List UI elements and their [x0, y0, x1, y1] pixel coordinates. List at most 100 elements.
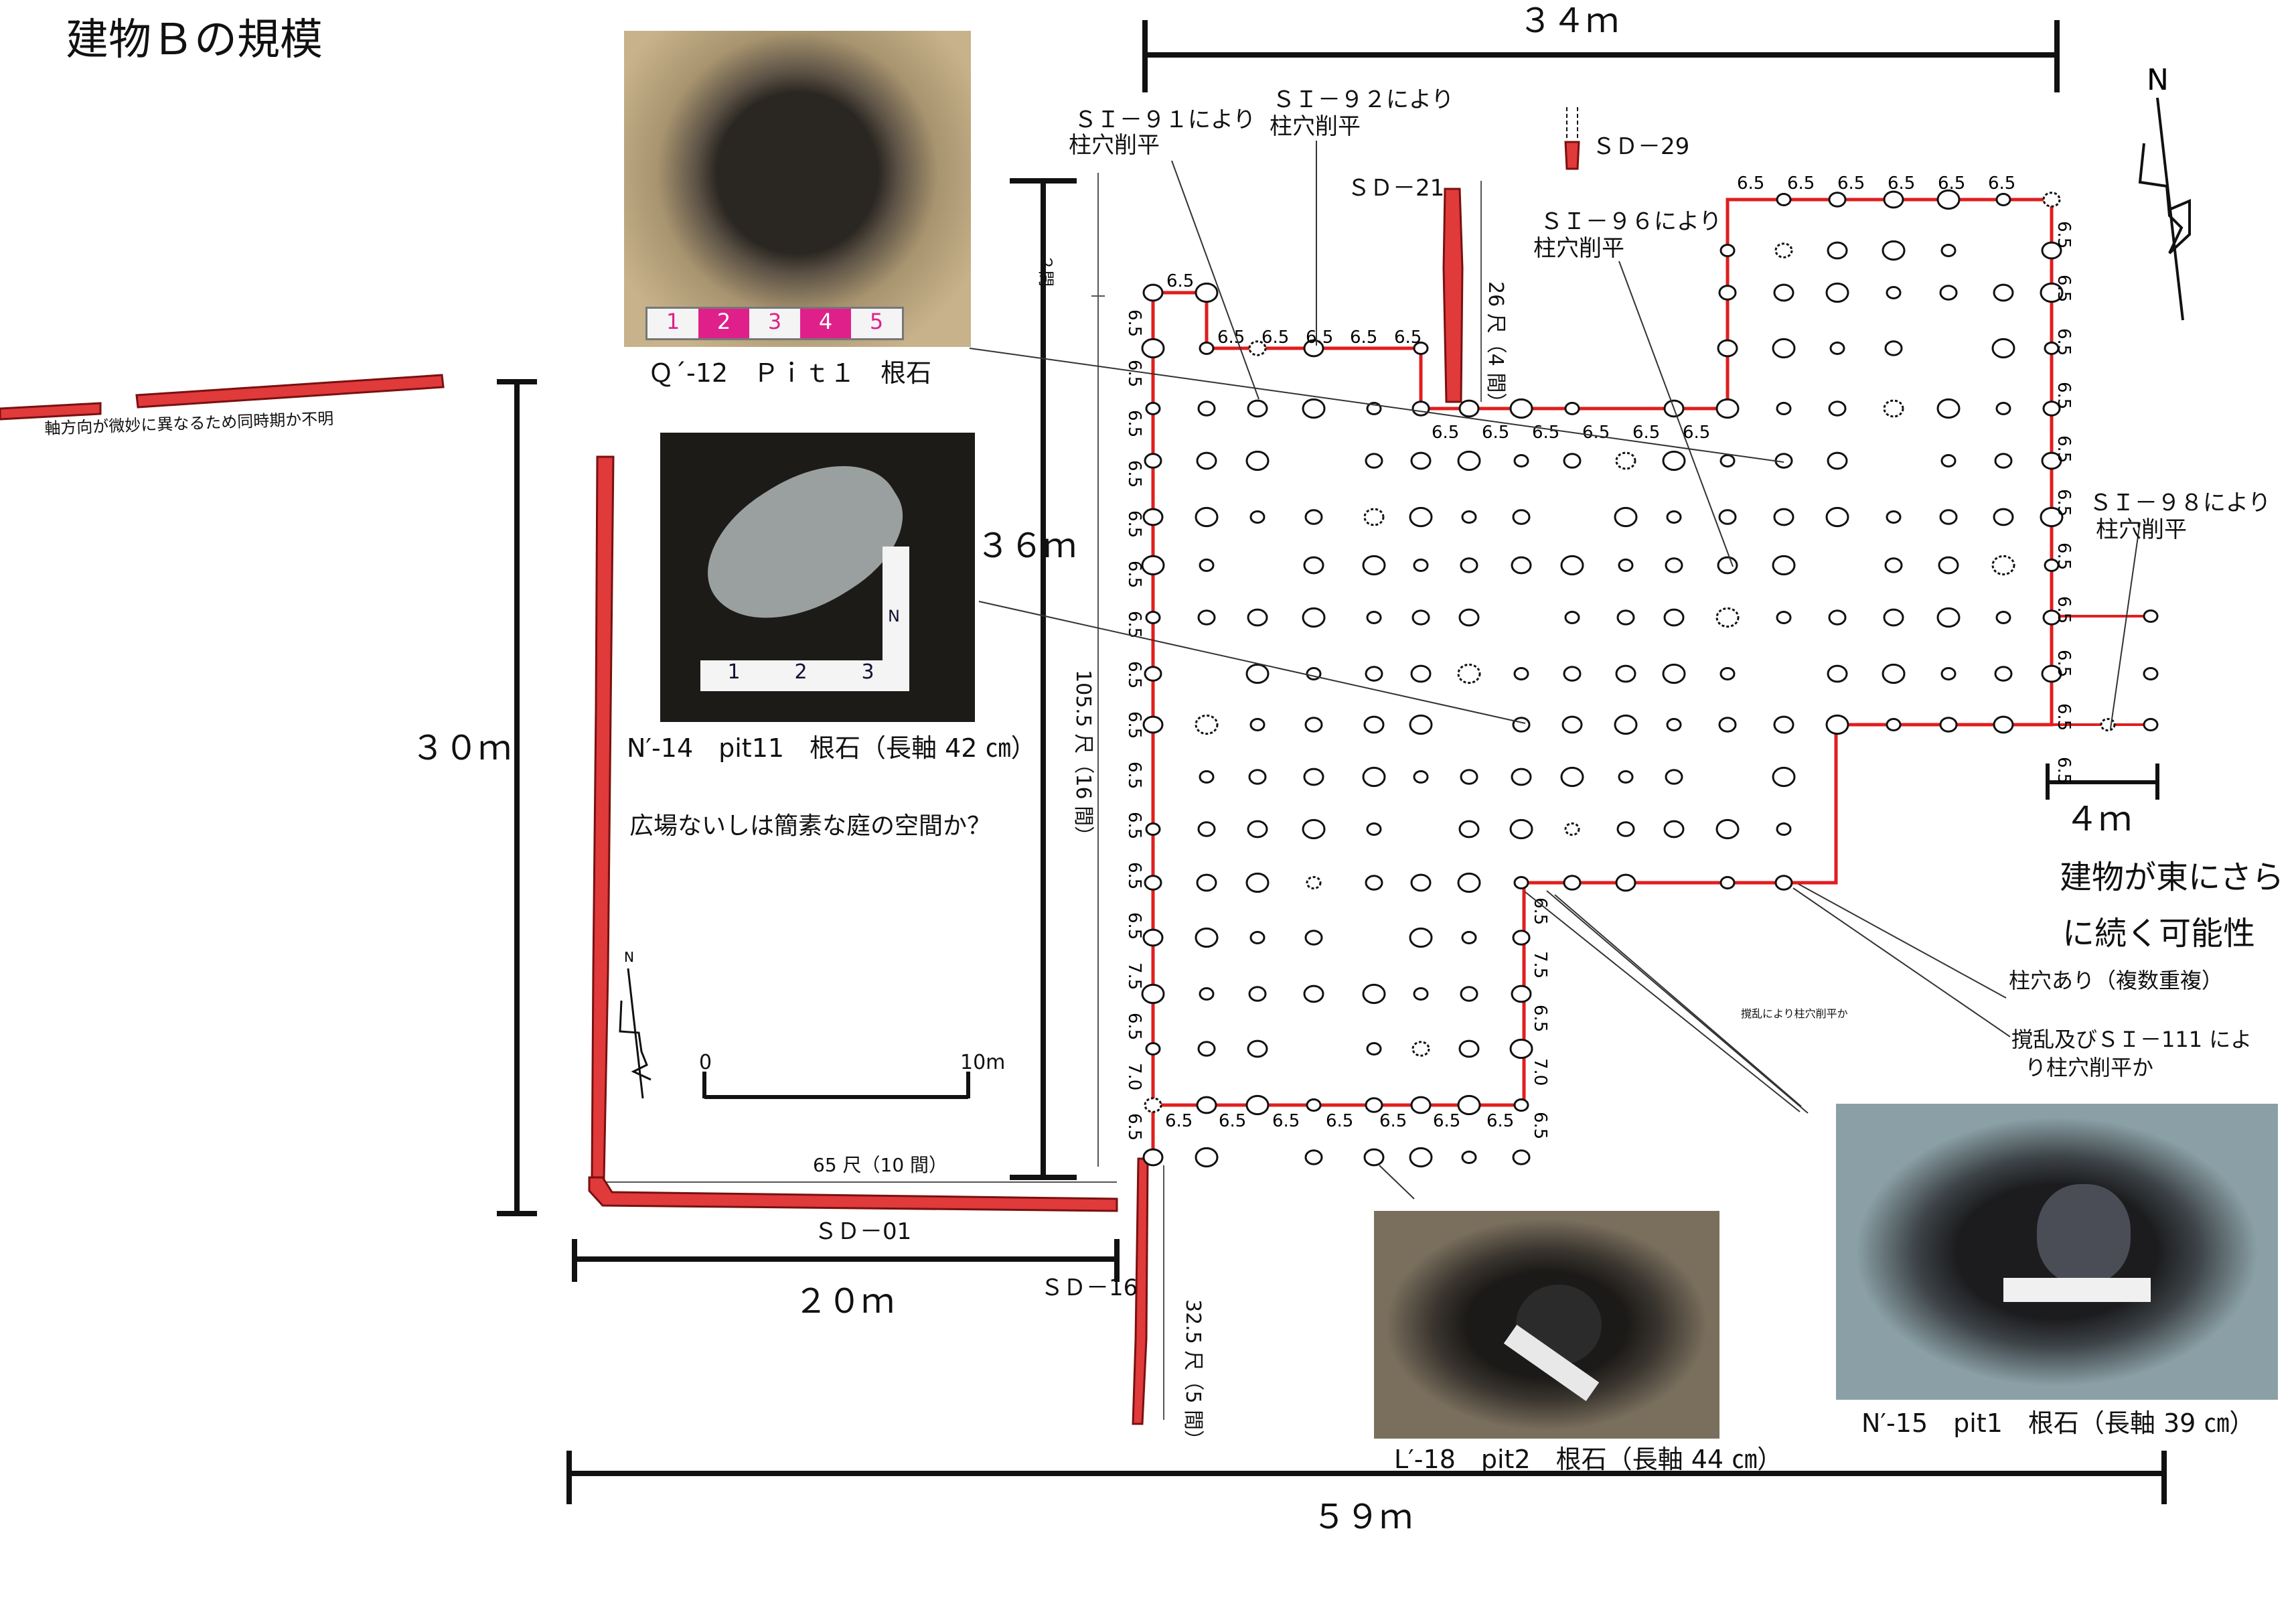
post-hole [1145, 611, 1161, 624]
post-hole [1663, 820, 1685, 839]
span-label: 6.5 [1124, 360, 1144, 387]
span-label: 6.5 [1938, 173, 1965, 194]
post-hole [1409, 506, 1433, 528]
post-hole [1666, 510, 1682, 524]
post-hole [1142, 283, 1164, 302]
span-label: 7.0 [1124, 1063, 1144, 1090]
post-hole [1509, 818, 1533, 840]
photo-scale-bar: 1 2 3 4 5 [645, 307, 904, 340]
post-hole [1249, 510, 1266, 524]
stone [2037, 1184, 2131, 1285]
photo-n14: 1 2 3 N [660, 433, 975, 722]
post-hole [1884, 340, 1903, 356]
span-label: 6.5 [1124, 1013, 1144, 1040]
post-hole [1883, 190, 1904, 209]
post-hole [1776, 611, 1792, 624]
span-label: 6.5 [1787, 173, 1815, 194]
span-label: 6.5 [2054, 382, 2074, 409]
post-hole [1144, 1097, 1162, 1113]
post-hole [1615, 451, 1636, 470]
post-hole [1410, 664, 1432, 683]
span-label: 6.5 [1482, 423, 1509, 443]
axis-note-ditch-a [0, 402, 102, 421]
post-hole [1883, 399, 1904, 418]
post-hole [1145, 1042, 1161, 1056]
post-hole [1564, 402, 1580, 415]
ruler-digit: 3 [861, 660, 874, 684]
post-hole [1882, 240, 1906, 261]
post-hole [1142, 1148, 1164, 1167]
span-label: 6.5 [2054, 489, 2074, 516]
span-label: 6.5 [1165, 1111, 1193, 1131]
post-hole [1304, 1149, 1323, 1165]
span-label: 6.5 [2054, 542, 2074, 570]
post-hole [1411, 1041, 1430, 1057]
post-holes [1141, 189, 2159, 1168]
post-hole [1773, 508, 1794, 526]
post-hole [1362, 766, 1386, 788]
post-hole [1141, 983, 1165, 1005]
post-hole [1409, 1147, 1433, 1168]
photo-l18 [1374, 1211, 1719, 1439]
span-label: 6.5 [1530, 1005, 1550, 1032]
span-label: 6.5 [1124, 561, 1144, 588]
span-label: 6.5 [1530, 897, 1550, 925]
label-si91-b: 柱穴削平 [1069, 132, 1160, 159]
post-hole [1302, 398, 1326, 419]
post-hole [1195, 506, 1219, 528]
dimension-bars [497, 20, 2167, 1504]
post-hole [1940, 454, 1957, 467]
post-hole [1563, 666, 1582, 682]
disturb-small-note: 撹乱により柱穴削平か [1741, 1007, 1848, 1020]
post-hole [1199, 987, 1215, 1001]
post-hole [1461, 510, 1477, 524]
span-label: 6.5 [1379, 1111, 1407, 1131]
post-hole [1245, 450, 1270, 471]
post-hole [1144, 453, 1162, 469]
post-hole [1560, 766, 1584, 788]
span-label: 6.5 [1737, 173, 1764, 194]
post-hole [1363, 715, 1385, 734]
post-hole [1719, 454, 1736, 467]
sd-29-legend [1564, 141, 1580, 170]
disturb-note-1: 撹乱及びＳＩ－111 によ [2011, 1027, 2252, 1052]
dim-top: ３４ｍ [1519, 1, 1619, 40]
label-si98-b: 柱穴削平 [2096, 516, 2187, 543]
scale-digit: 5 [869, 309, 884, 334]
post-hole [1197, 609, 1216, 626]
post-hole [1715, 607, 1740, 628]
post-hole [1460, 557, 1478, 573]
post-hole [2143, 609, 2159, 623]
post-hole [1715, 818, 1740, 840]
post-hole [2041, 241, 2062, 260]
post-hole [1776, 193, 1792, 206]
post-hole [1199, 559, 1215, 572]
span-label: 6.5 [1394, 328, 1422, 348]
shaku-32: 32.5 尺（5 間） [1181, 1299, 1205, 1450]
post-hole [1993, 283, 2014, 302]
post-hole [1936, 607, 1961, 628]
span-label: 6.5 [1350, 328, 1377, 348]
post-hole [1886, 718, 1902, 731]
post-hole [1461, 1151, 1477, 1164]
post-hole [1304, 509, 1323, 525]
post-hole [1141, 338, 1165, 359]
post-hole [1995, 193, 2011, 206]
span-label: 6.5 [1124, 812, 1144, 839]
post-hole [1827, 241, 1848, 260]
post-hole [1829, 342, 1845, 355]
post-hole [1306, 1098, 1322, 1112]
span-label: 6.5 [1272, 1111, 1300, 1131]
post-hole [1561, 715, 1583, 734]
post-hole [1828, 401, 1847, 417]
north-label: N [2147, 63, 2169, 97]
small-scale-zero: 0 [699, 1051, 712, 1074]
post-hole [1247, 1039, 1268, 1058]
post-hole [1936, 189, 1961, 210]
dim-20: ２０ｍ [794, 1282, 895, 1321]
post-hole [1458, 608, 1480, 627]
span-label: 6.5 [2054, 221, 2074, 248]
post-hole [2042, 609, 2061, 626]
post-hole [2042, 401, 2061, 417]
post-hole [1828, 609, 1847, 626]
